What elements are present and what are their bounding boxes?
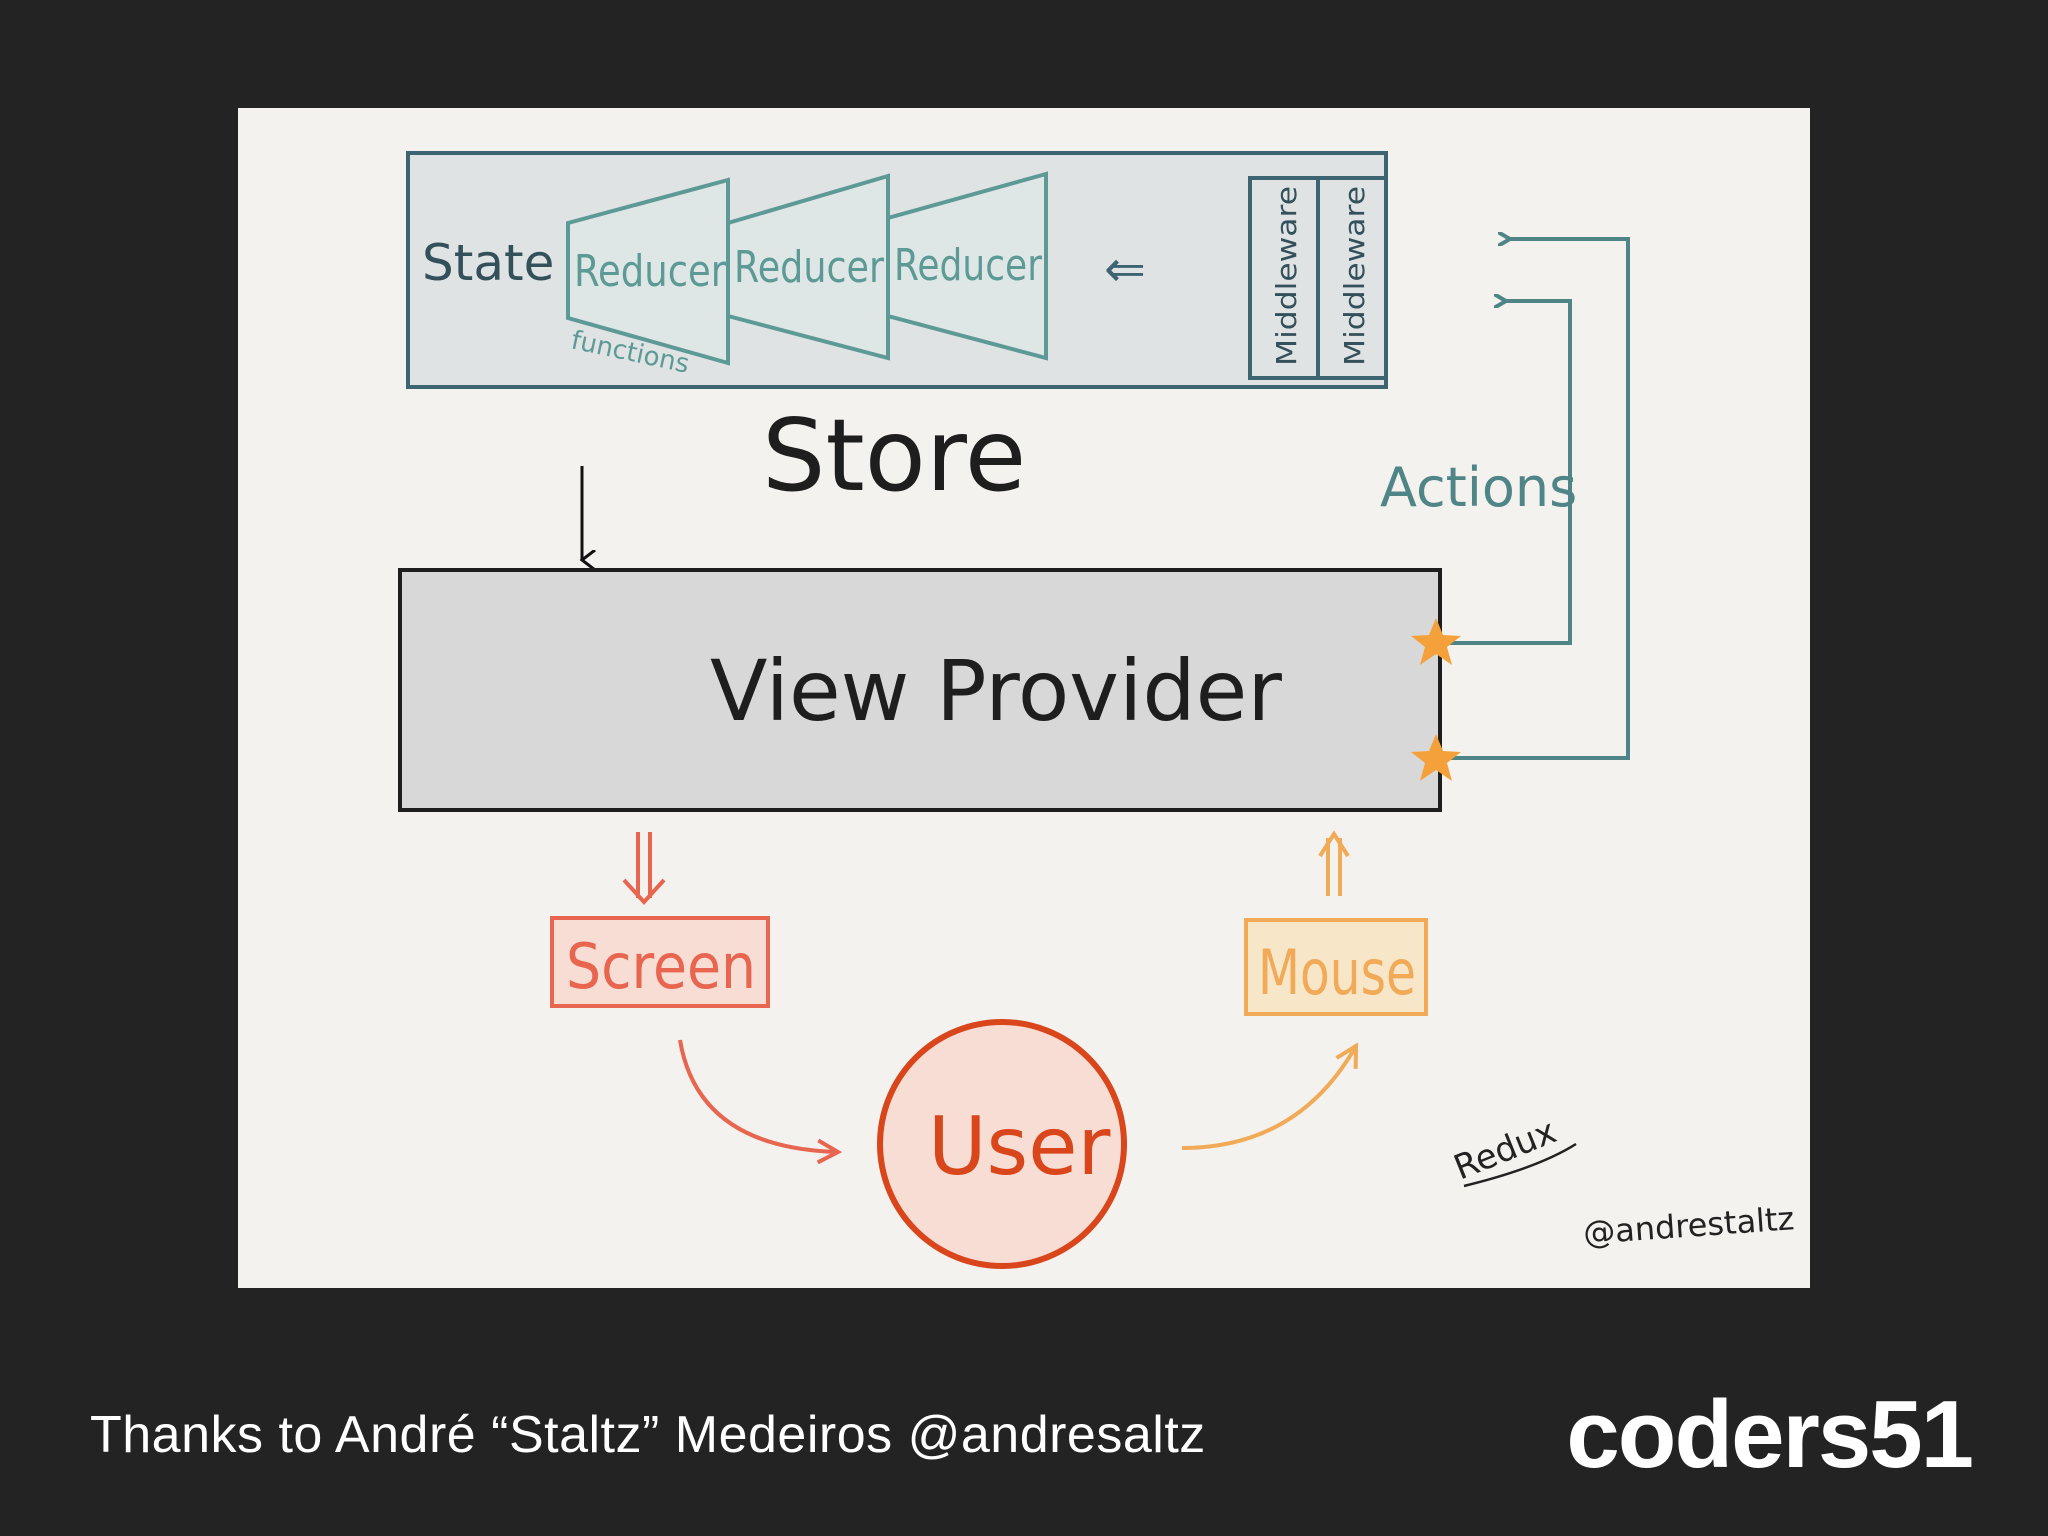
reducer-shape-2 [726, 173, 890, 361]
store-label: Store [762, 397, 1026, 514]
reducer-label-3: Reducer [894, 240, 1043, 291]
redux-diagram: State Reducer Reducer Reducer functions … [238, 108, 1810, 1288]
user-label: User [928, 1100, 1110, 1193]
diagram-svg: State Reducer Reducer Reducer functions … [398, 151, 1796, 1269]
screen-label: Screen [566, 930, 756, 1003]
reducer-shape-1 [566, 177, 730, 366]
user-to-mouse-arrow [1181, 1046, 1356, 1150]
middleware-arrow: ⇐ [1104, 240, 1146, 298]
reducer-label-1: Reducer [574, 246, 727, 297]
credit-caption: Thanks to André “Staltz” Medeiros @andre… [90, 1406, 1206, 1464]
action-star-2 [1411, 734, 1461, 781]
user-circle [877, 1019, 1127, 1269]
action-arrow-2 [1438, 239, 1630, 760]
redux-label: Redux [1448, 1111, 1562, 1188]
coders51-logo: coders51 [1566, 1381, 1974, 1488]
state-label: State [422, 234, 554, 292]
middleware-label-1: Middleware [1270, 186, 1303, 366]
reducer-shape-3 [886, 171, 1048, 361]
middleware-box-1 [1248, 176, 1320, 380]
action-arrow-1 [1438, 301, 1572, 645]
author-handle: @andrestaltz [1582, 1199, 1796, 1252]
screen-to-user-arrow [678, 1039, 838, 1152]
reducer-label-2: Reducer [734, 242, 885, 293]
mouse-box [1244, 918, 1428, 1016]
mouse-label: Mouse [1258, 936, 1416, 1009]
view-to-screen-arrow [622, 832, 666, 905]
screen-box [550, 916, 770, 1008]
view-provider-box [398, 568, 1442, 812]
action-star-1 [1411, 618, 1461, 665]
mouse-to-view-arrow [1318, 830, 1350, 896]
middleware-label-2: Middleware [1338, 186, 1371, 366]
redux-underline [1463, 1142, 1577, 1188]
middleware-box-2 [1316, 176, 1388, 380]
actions-label: Actions [1380, 456, 1577, 519]
view-provider-label: View Provider [710, 642, 1282, 740]
